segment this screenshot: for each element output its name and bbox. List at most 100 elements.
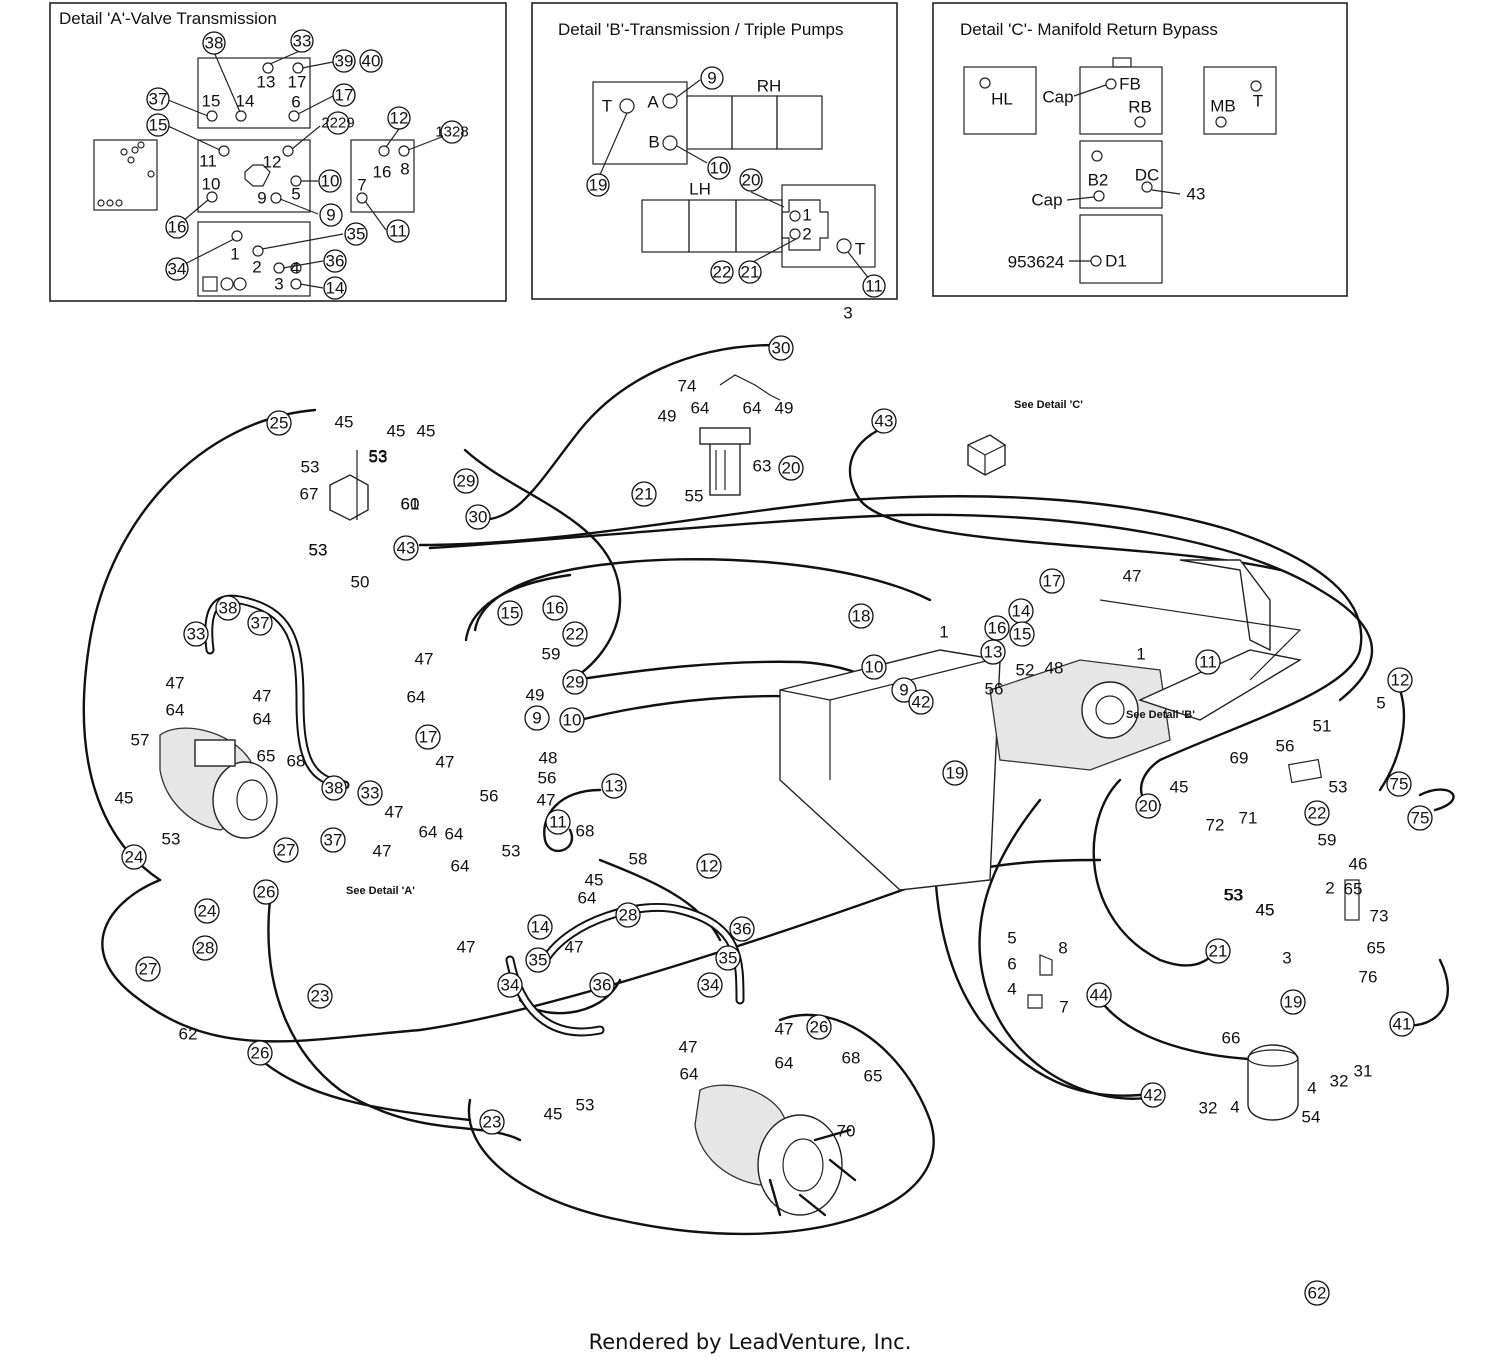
valve-block-top: [197, 57, 311, 129]
callout-62: 62: [1304, 1280, 1330, 1306]
svg-text:Cap: Cap: [1031, 191, 1062, 210]
label-58: 58: [629, 850, 648, 869]
detail-a-title: Detail 'A'-Valve Transmission: [59, 9, 277, 28]
callout-10: 10: [861, 654, 887, 680]
label-64: 64: [578, 889, 597, 908]
label-32: 32: [1199, 1099, 1218, 1118]
filter-assembly: [699, 374, 781, 496]
see-detail-c-note: See Detail 'C': [1014, 399, 1083, 411]
svg-text:T: T: [855, 240, 865, 259]
svg-text:17: 17: [335, 86, 354, 105]
svg-text:34: 34: [701, 976, 720, 995]
label-52: 52: [1016, 661, 1035, 680]
svg-text:26: 26: [257, 883, 276, 902]
svg-text:22: 22: [1308, 804, 1327, 823]
label-56: 56: [985, 680, 1004, 699]
label-53: 53: [162, 830, 181, 849]
label-64: 64: [253, 710, 272, 729]
svg-text:75: 75: [1411, 809, 1430, 828]
svg-text:34: 34: [168, 260, 187, 279]
svg-text:D1: D1: [1105, 252, 1127, 271]
detail-a-callout: 2229: [321, 111, 355, 135]
callout-15: 15: [1009, 621, 1035, 647]
label-45: 45: [387, 422, 406, 441]
svg-text:27: 27: [277, 841, 296, 860]
callout-33: 33: [357, 780, 383, 806]
svg-text:9: 9: [326, 206, 335, 225]
detail-a-labels: 38 33 39 40 37 17 15 2229 12 1328 10 9 1…: [146, 29, 469, 300]
svg-text:953624: 953624: [1008, 253, 1065, 272]
callout-37: 37: [247, 610, 273, 636]
label-55: 55: [685, 487, 704, 506]
label-54: 54: [1302, 1108, 1321, 1127]
svg-text:1: 1: [802, 206, 811, 225]
label-31: 31: [1354, 1062, 1373, 1081]
label-65: 65: [1344, 880, 1363, 899]
svg-text:20: 20: [1139, 797, 1158, 816]
svg-text:Cap: Cap: [1042, 88, 1073, 107]
label-64: 64: [445, 825, 464, 844]
callout-25: 25: [266, 410, 292, 436]
svg-text:75: 75: [1390, 775, 1409, 794]
svg-text:5: 5: [291, 185, 300, 204]
svg-text:42: 42: [1144, 1086, 1163, 1105]
see-detail-a-note: See Detail 'A': [346, 885, 415, 897]
svg-text:HL: HL: [991, 90, 1013, 109]
callout-24: 24: [194, 898, 220, 924]
label-47: 47: [537, 791, 556, 810]
label-64: 64: [743, 399, 762, 418]
svg-text:15: 15: [1013, 625, 1032, 644]
svg-text:17: 17: [1043, 572, 1062, 591]
svg-text:1: 1: [230, 245, 239, 264]
svg-text:42: 42: [912, 693, 931, 712]
footer-credit: Rendered by LeadVenture, Inc.: [588, 1330, 912, 1354]
callout-20: 20: [1135, 793, 1161, 819]
detail-b-title: Detail 'B'-Transmission / Triple Pumps: [558, 20, 844, 39]
svg-text:12: 12: [263, 153, 282, 172]
label-56: 56: [1276, 737, 1295, 756]
svg-text:21: 21: [1209, 942, 1228, 961]
callout-23: 23: [479, 1109, 505, 1135]
svg-text:25: 25: [270, 414, 289, 433]
svg-text:41: 41: [1393, 1015, 1412, 1034]
label-47: 47: [373, 842, 392, 861]
svg-text:10: 10: [321, 172, 340, 191]
label-69: 69: [1230, 749, 1249, 768]
label-67: 67: [300, 485, 319, 504]
label-7: 7: [1059, 998, 1068, 1017]
callout-43: 43: [393, 535, 419, 561]
wheel-motor-right: [694, 1084, 857, 1217]
detail-b-frame: [531, 2, 898, 300]
svg-text:DC: DC: [1135, 166, 1160, 185]
svg-text:33: 33: [293, 32, 312, 51]
svg-text:11: 11: [1199, 653, 1217, 672]
label-49: 49: [526, 686, 545, 705]
detail-a-callout: 36: [323, 249, 347, 273]
svg-text:37: 37: [251, 614, 270, 633]
svg-text:22: 22: [713, 263, 732, 282]
label-47: 47: [436, 753, 455, 772]
label-4: 4: [1307, 1079, 1316, 1098]
svg-text:43: 43: [1187, 185, 1206, 204]
svg-text:10: 10: [865, 658, 884, 677]
svg-text:14: 14: [326, 279, 345, 298]
svg-text:21: 21: [635, 485, 654, 504]
callout-41: 41: [1389, 1011, 1415, 1037]
label-64: 64: [691, 399, 710, 418]
callout-26: 26: [806, 1014, 832, 1040]
label-60: 60: [401, 495, 420, 514]
svg-text:29: 29: [457, 472, 476, 491]
label-57: 57: [131, 731, 150, 750]
svg-text:16: 16: [546, 599, 565, 618]
callout-34: 34: [697, 972, 723, 998]
detail-b-callout: 11: [862, 274, 886, 298]
callout-75: 75: [1386, 771, 1412, 797]
label-3: 3: [1282, 949, 1291, 968]
svg-text:2: 2: [802, 225, 811, 244]
callout-11: 11: [545, 809, 571, 835]
label-70: 70: [837, 1122, 856, 1141]
detail-c-manifold-return-bypass: Detail 'C'- Manifold Return Bypass HL Ca…: [932, 2, 1348, 297]
svg-text:15: 15: [202, 92, 221, 111]
label-68: 68: [287, 752, 306, 771]
svg-text:27: 27: [139, 960, 158, 979]
